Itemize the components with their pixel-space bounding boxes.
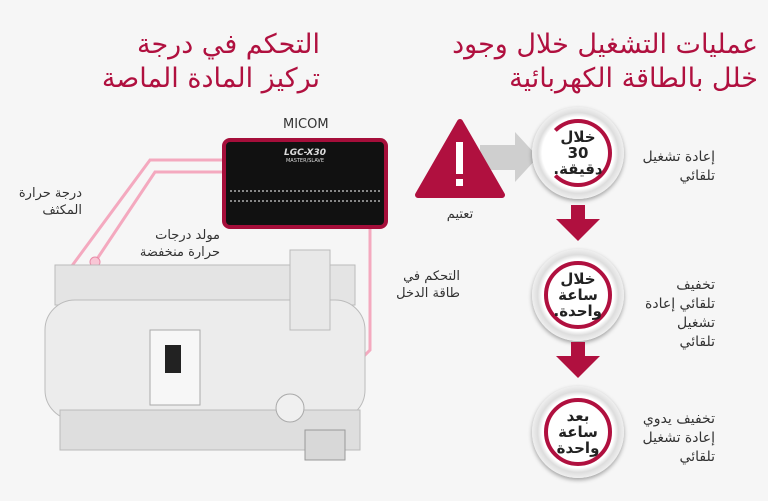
warning-icon <box>415 119 505 198</box>
micom-label: MICOM <box>283 117 329 132</box>
clock-ring <box>544 261 612 329</box>
step-3-desc: تخفيف يدوي إعادة تشغيل تلقائي <box>642 411 716 465</box>
panel-terminals <box>230 190 380 202</box>
clock-1-hour: خلال ساعة واحدة. <box>532 249 624 341</box>
chiller-image <box>44 249 366 461</box>
step-2-desc: تخفيف تلقائي إعادة تشغيل تلقائي <box>645 277 715 350</box>
clock-after-1-hour: بعد ساعة واحدة <box>532 386 624 478</box>
clock-ring <box>544 398 612 466</box>
panel-sub: MASTER/SLAVE <box>285 158 325 164</box>
clock-text: بعد ساعة واحدة <box>556 407 600 457</box>
down-arrow-icon <box>556 205 600 241</box>
condenser-temp-label: درجة حرارة المكثف <box>18 186 82 218</box>
clock-text: خلال ساعة واحدة. <box>553 270 603 320</box>
input-power-label: التحكم في طاقة الدخل <box>396 269 460 301</box>
title-power-failure: عمليات التشغيل خلال وجود خلل بالطاقة الك… <box>452 29 758 94</box>
dimming-label: تعتيم <box>446 207 474 222</box>
panel-model: LGC-X30 <box>283 148 327 158</box>
clock-30-minutes: خلال 30 دقيقة. <box>532 107 624 199</box>
gray-arrow-icon <box>480 132 538 182</box>
step-1-desc: إعادة تشغيل تلقائي <box>642 149 716 184</box>
down-arrow-icon <box>556 342 600 378</box>
micom-panel: LGC-X30 MASTER/SLAVE <box>222 138 388 229</box>
clock-text: خلال 30 دقيقة. <box>553 128 603 178</box>
generator-label: مولد درجات حرارة منخفضة <box>139 228 220 260</box>
clock-ring <box>544 119 612 187</box>
title-concentration-control: التحكم في درجة تركيز المادة الماصة <box>101 29 320 94</box>
